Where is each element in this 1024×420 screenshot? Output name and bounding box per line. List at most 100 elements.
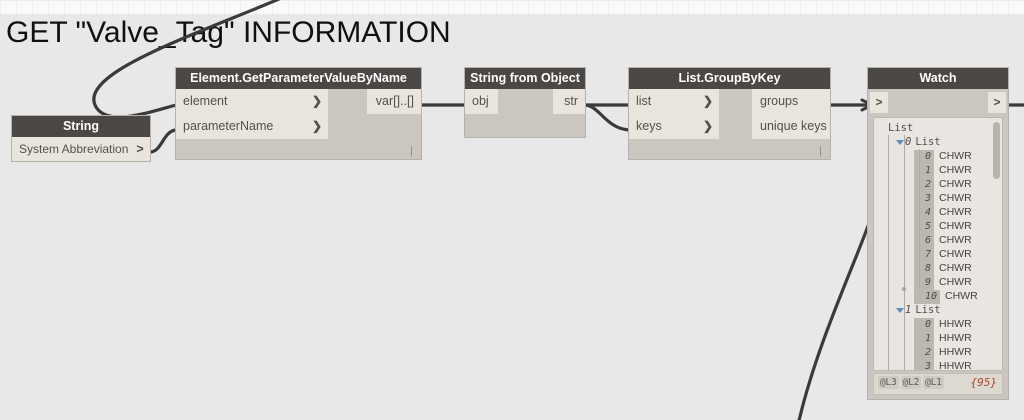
input-port-parametername[interactable]: parameterName ❯: [176, 114, 328, 139]
watch-level-l2[interactable]: @L2: [900, 376, 922, 389]
node-gbk-title: List.GroupByKey: [629, 68, 830, 89]
tree-guide-line: [888, 135, 889, 370]
tree-item-value: CHWR: [939, 262, 972, 274]
watch-footer: @L3@L2@L1 {95}: [873, 373, 1003, 395]
chevron-right-icon[interactable]: ❯: [702, 94, 713, 108]
tree-item-row[interactable]: 0 CHWR: [874, 149, 1002, 164]
watch-scrollbar-track[interactable]: [993, 120, 1000, 368]
input-port-keys[interactable]: keys ❯: [629, 114, 719, 139]
tree-item-value: CHWR: [939, 276, 972, 288]
node-element-footer: |: [176, 139, 421, 159]
port-row-obj: obj str: [465, 89, 585, 114]
string-output-port[interactable]: >: [130, 137, 150, 161]
tree-guide-dot: [902, 287, 906, 291]
tree-group-index: 1: [905, 304, 912, 316]
canvas-grid-pattern: [0, 0, 1024, 14]
chevron-down-icon[interactable]: [896, 139, 904, 145]
tree-item-row[interactable]: 0 HHWR: [874, 317, 1002, 332]
watch-level-l1[interactable]: @L1: [923, 376, 944, 389]
node-sfo-title: String from Object: [465, 68, 585, 89]
node-sfo-footer: [465, 114, 585, 137]
tree-item-value: CHWR: [939, 150, 972, 162]
tree-item-index: 4: [914, 206, 934, 220]
tree-guide-line: [904, 135, 905, 370]
watch-level-l3[interactable]: @L3: [878, 376, 899, 389]
output-port-unique-keys[interactable]: unique keys: [752, 114, 830, 139]
wire-str-to-keys: [583, 103, 631, 132]
tree-item-index: 6: [914, 234, 934, 248]
input-port-element[interactable]: element ❯: [176, 89, 328, 114]
chevron-right-icon[interactable]: ❯: [702, 119, 713, 133]
tree-item-row[interactable]: 3 CHWR: [874, 191, 1002, 206]
tree-item-value: CHWR: [939, 192, 972, 204]
tree-item-index: 0: [914, 150, 934, 164]
tree-item-index: 2: [914, 178, 934, 192]
chevron-down-icon[interactable]: [896, 307, 904, 313]
resize-handle-icon[interactable]: |: [819, 145, 822, 157]
tree-item-index: 1: [914, 332, 934, 346]
tree-item-index: 8: [914, 262, 934, 276]
tree-root-row[interactable]: List: [874, 121, 1002, 135]
tree-item-value: CHWR: [939, 178, 972, 190]
tree-item-value: HHWR: [939, 318, 972, 330]
chevron-right-icon[interactable]: ❯: [311, 94, 322, 108]
wire-string-to-parametername: [148, 128, 178, 154]
tree-item-value: HHWR: [939, 360, 972, 371]
watch-level-controls[interactable]: @L3@L2@L1: [878, 374, 946, 392]
port-row-element: element ❯ var[]..[]: [176, 89, 421, 114]
port-row-list: list ❯ groups: [629, 89, 830, 114]
tree-item-value: CHWR: [939, 206, 972, 218]
string-value-field[interactable]: System Abbreviation: [12, 137, 130, 161]
tree-item-row[interactable]: 7 CHWR: [874, 247, 1002, 262]
tree-group-label: List: [915, 136, 941, 148]
node-gbk-footer: |: [629, 139, 830, 159]
input-port-list-label: list: [636, 94, 652, 108]
tree-item-row[interactable]: 10 CHWR: [874, 289, 1002, 304]
output-port-groups[interactable]: groups: [752, 89, 830, 114]
tree-item-value: CHWR: [939, 164, 972, 176]
input-port-list[interactable]: list ❯: [629, 89, 719, 114]
page-title: GET "Valve_Tag" INFORMATION: [6, 16, 451, 49]
output-port-str[interactable]: str: [553, 89, 585, 114]
port-row-keys: keys ❯ unique keys: [629, 114, 830, 139]
node-list-groupbykey[interactable]: List.GroupByKey list ❯ groups keys ❯ uni…: [629, 68, 830, 159]
output-port-var[interactable]: var[]..[]: [367, 89, 421, 114]
tree-item-index: 10: [914, 290, 940, 304]
watch-output-port[interactable]: >: [988, 92, 1006, 113]
tree-item-row[interactable]: 4 CHWR: [874, 205, 1002, 220]
tree-item-index: 0: [914, 318, 934, 332]
tree-item-value: HHWR: [939, 332, 972, 344]
input-port-element-label: element: [183, 94, 228, 108]
node-string-title: String: [12, 116, 150, 137]
watch-input-port[interactable]: >: [870, 92, 888, 113]
tree-item-row[interactable]: 8 CHWR: [874, 261, 1002, 276]
tree-item-row[interactable]: 2 CHWR: [874, 177, 1002, 192]
node-string-from-object[interactable]: String from Object obj str: [465, 68, 585, 137]
tree-item-value: CHWR: [939, 234, 972, 246]
chevron-right-icon[interactable]: ❯: [311, 119, 322, 133]
node-element-getparametervaluebyname[interactable]: Element.GetParameterValueByName element …: [176, 68, 421, 159]
tree-item-value: CHWR: [939, 248, 972, 260]
wire-watch-descending: [797, 224, 870, 420]
resize-handle-icon[interactable]: |: [410, 145, 413, 157]
watch-scrollbar-thumb[interactable]: [993, 122, 1000, 179]
tree-item-row[interactable]: 6 CHWR: [874, 233, 1002, 248]
input-port-keys-label: keys: [636, 119, 662, 133]
tree-item-row[interactable]: 1 HHWR: [874, 331, 1002, 346]
node-string[interactable]: String System Abbreviation >: [12, 116, 150, 161]
input-port-obj[interactable]: obj: [465, 89, 498, 114]
tree-item-value: CHWR: [945, 290, 978, 302]
tree-item-index: 7: [914, 248, 934, 262]
tree-item-index: 3: [914, 192, 934, 206]
